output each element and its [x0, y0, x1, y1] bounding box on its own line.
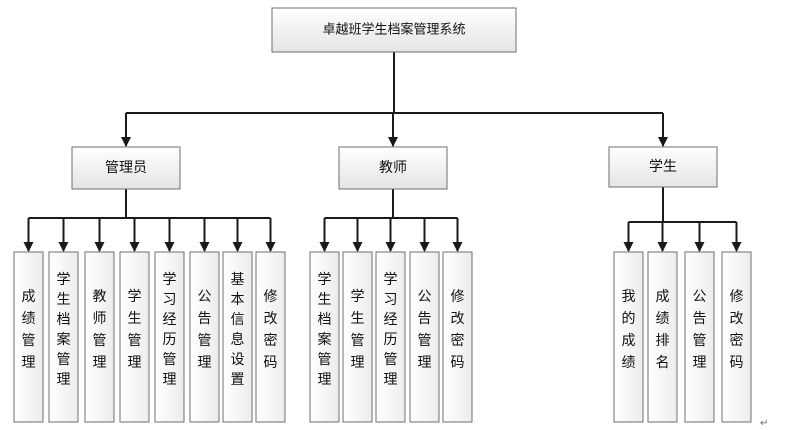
module-box-0-5 [189, 251, 220, 423]
module-box-0-3 [119, 251, 150, 423]
module-box-2-0 [613, 251, 644, 423]
module-label-2-1: 成绩排名 [656, 289, 670, 371]
paragraph-mark: ↵ [760, 418, 768, 429]
module-label-1-2: 学习经历管理 [384, 272, 398, 388]
role-node-box-1 [338, 146, 448, 190]
module-box-0-6 [222, 251, 253, 423]
role-node-box-2 [608, 146, 718, 188]
module-box-1-1 [342, 251, 373, 423]
module-box-2-1 [647, 251, 678, 423]
module-label-1-3: 公告管理 [418, 289, 432, 371]
root-node-box [271, 7, 517, 53]
module-label-1-1: 学生管理 [351, 289, 365, 371]
module-label-0-6: 基本信息设置 [231, 271, 245, 388]
module-label-1-4: 修改密码 [451, 289, 465, 371]
connectors [23, 52, 742, 252]
module-label-0-3: 学生管理 [128, 289, 142, 371]
module-box-0-1 [48, 251, 79, 423]
module-box-0-0 [13, 251, 44, 423]
module-box-0-2 [84, 251, 115, 423]
role-node-label-1: 教师 [379, 160, 407, 176]
module-label-0-0: 成绩管理 [22, 289, 36, 371]
role-node-label-2: 学生 [649, 159, 677, 175]
module-label-2-2: 公告管理 [693, 289, 707, 371]
module-box-0-7 [255, 251, 286, 423]
module-label-0-4: 学习经历管理 [163, 272, 177, 388]
module-box-2-2 [684, 251, 715, 423]
module-box-2-3 [721, 251, 752, 423]
module-label-2-3: 修改密码 [730, 289, 744, 371]
module-label-1-0: 学生档案管理 [318, 272, 332, 388]
role-node-box-0 [71, 146, 181, 190]
role-node-label-0: 管理员 [105, 160, 147, 176]
module-box-1-0 [309, 251, 340, 423]
module-label-0-2: 教师管理 [93, 289, 107, 371]
module-box-1-3 [409, 251, 440, 423]
module-label-0-5: 公告管理 [198, 289, 212, 371]
module-box-0-4 [154, 251, 185, 423]
module-label-0-1: 学生档案管理 [57, 272, 71, 388]
module-label-0-7: 修改密码 [264, 289, 278, 371]
module-box-1-4 [442, 251, 473, 423]
root-node-label: 卓越班学生档案管理系统 [322, 22, 465, 38]
module-label-2-0: 我的成绩 [622, 289, 636, 371]
module-box-1-2 [375, 251, 406, 423]
